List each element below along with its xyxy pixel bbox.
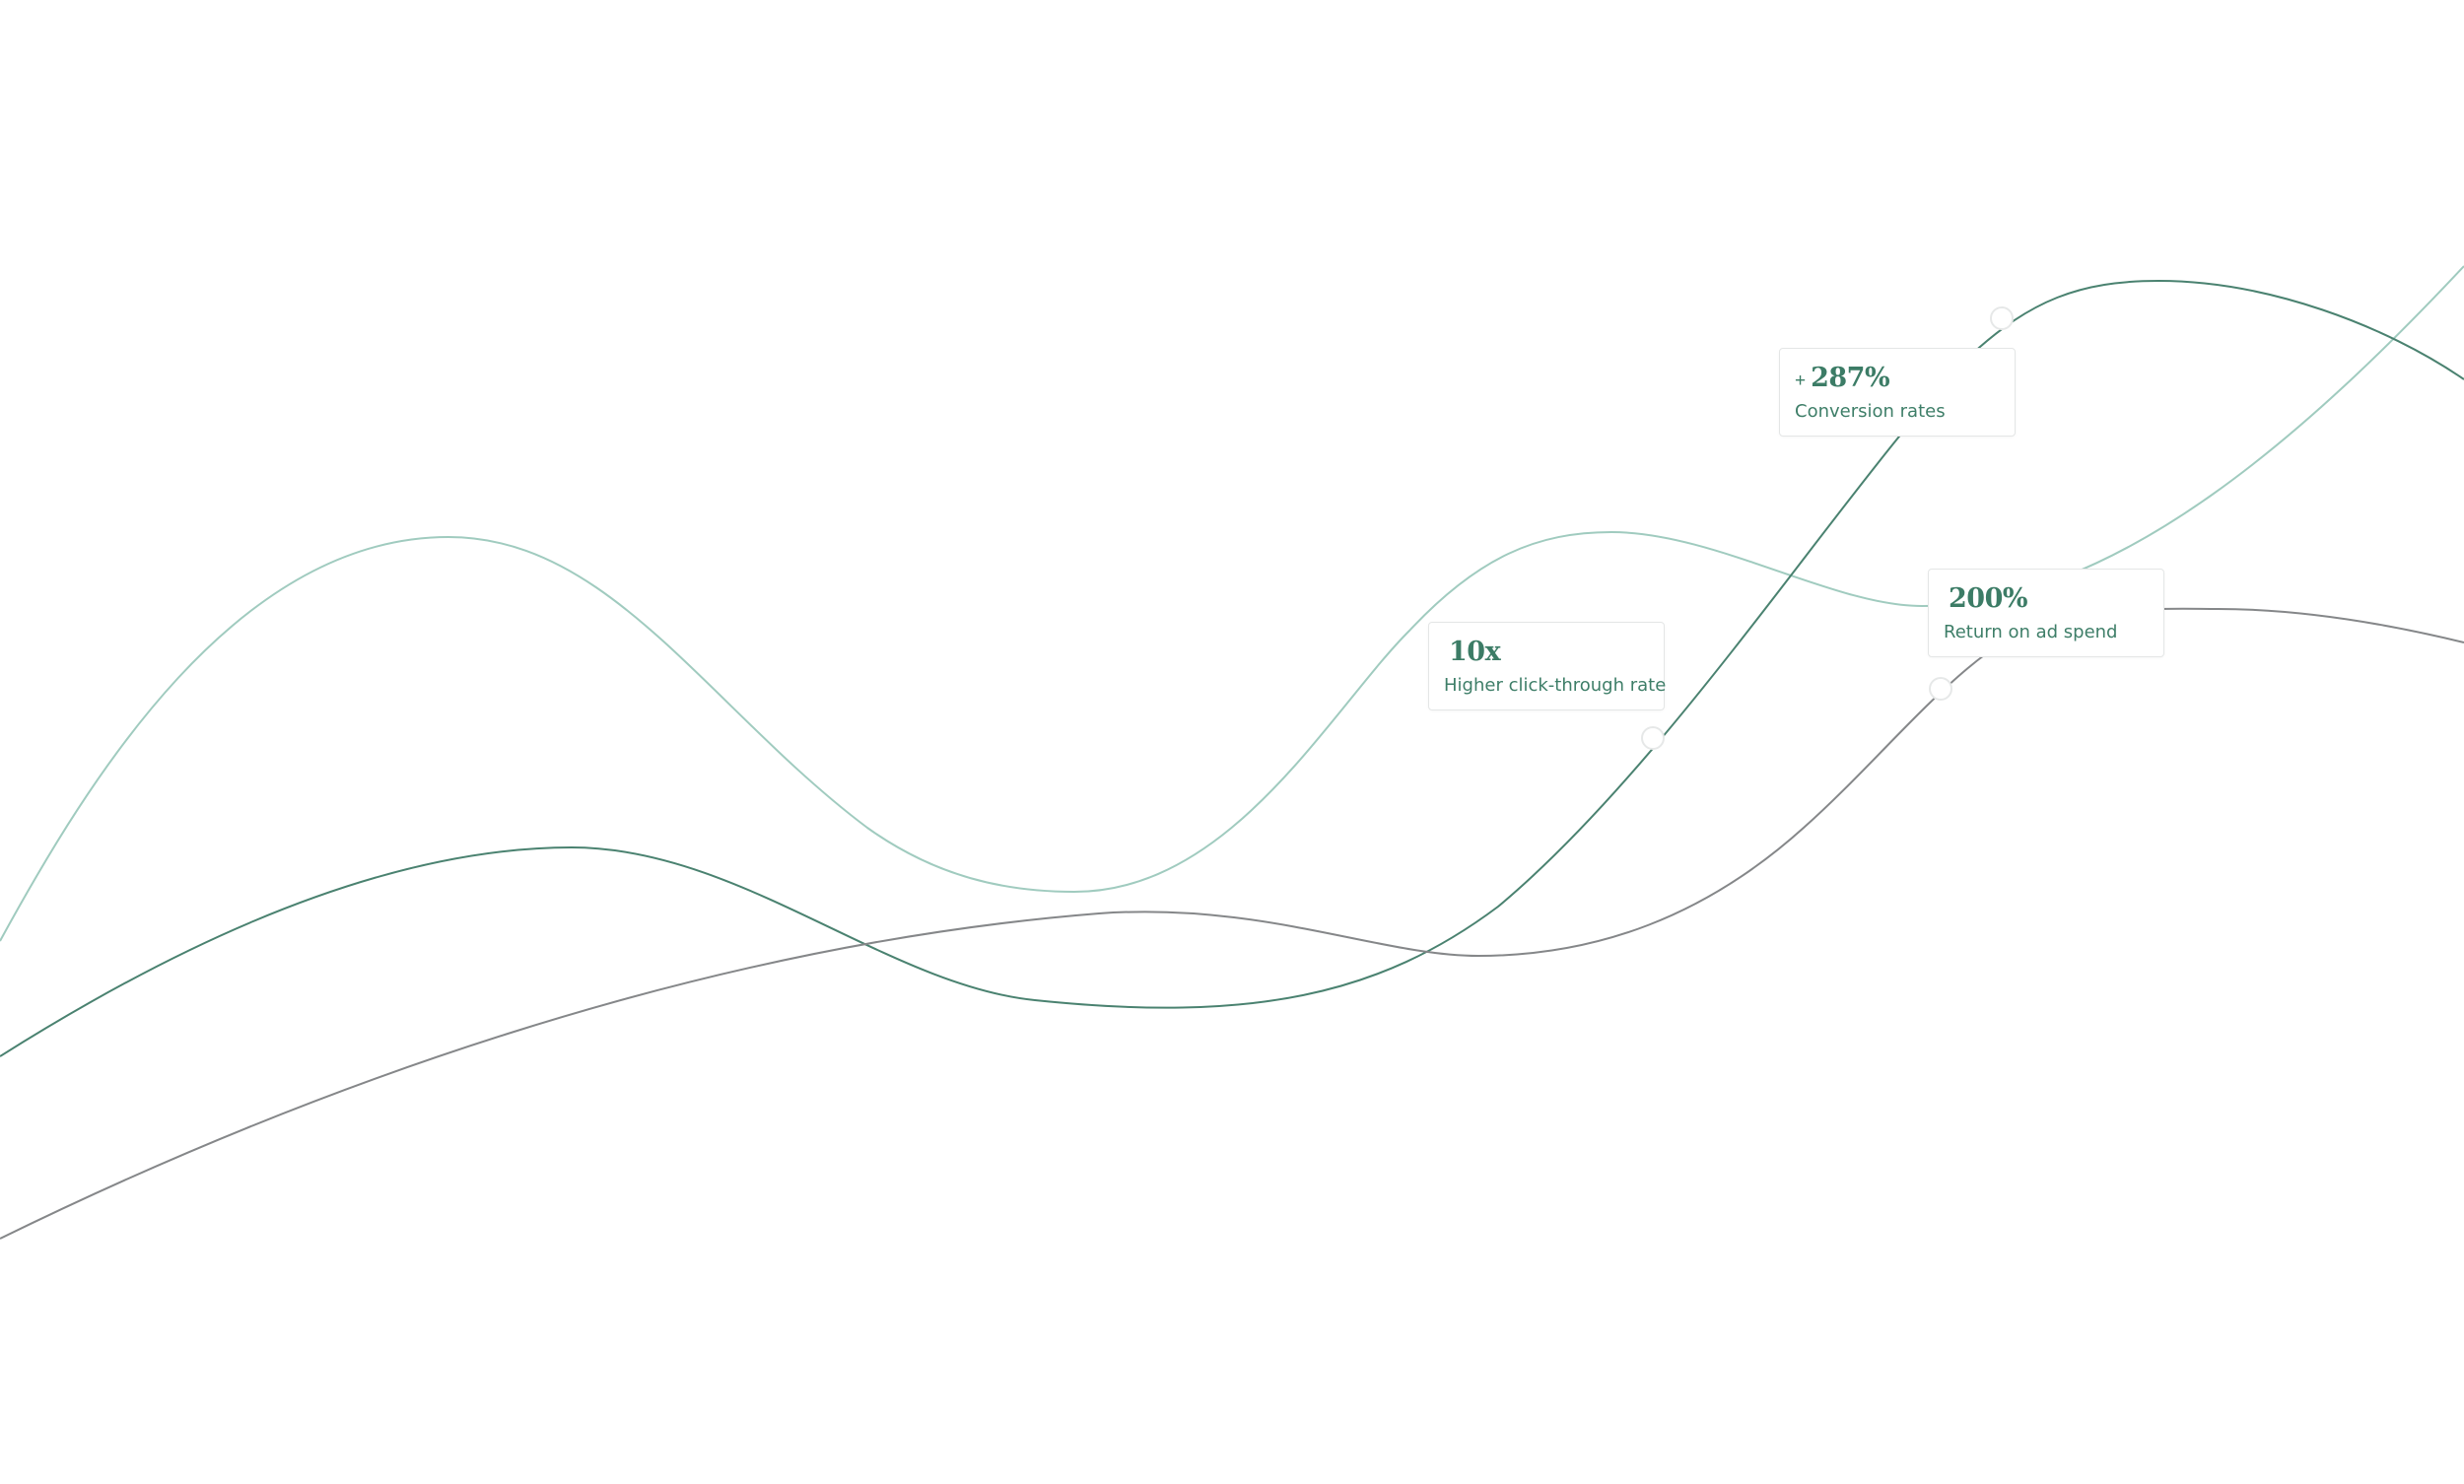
marker-conversion bbox=[1990, 306, 2014, 330]
annotation-return-on-ad-spend: 200% Return on ad spend bbox=[1928, 569, 2164, 657]
annotation-label: Conversion rates bbox=[1795, 401, 1946, 422]
annotation-value: 287% bbox=[1811, 363, 1890, 393]
annotation-click-through-rate: 10x Higher click-through rate bbox=[1428, 622, 1667, 710]
annotation-prefix: + bbox=[1795, 371, 1807, 391]
annotation-label: Higher click-through rate bbox=[1444, 675, 1667, 696]
annotation-label: Return on ad spend bbox=[1944, 622, 2118, 642]
marker-roas bbox=[1929, 677, 1952, 701]
annotation-conversion-rates: + 287% Conversion rates bbox=[1779, 348, 2016, 437]
marker-ctr bbox=[1641, 726, 1665, 750]
series-line-dark-green bbox=[0, 279, 2464, 1057]
annotation-value: 200% bbox=[1949, 583, 2028, 614]
series-line-gray bbox=[0, 607, 2464, 1240]
annotation-value: 10x bbox=[1449, 637, 1501, 667]
